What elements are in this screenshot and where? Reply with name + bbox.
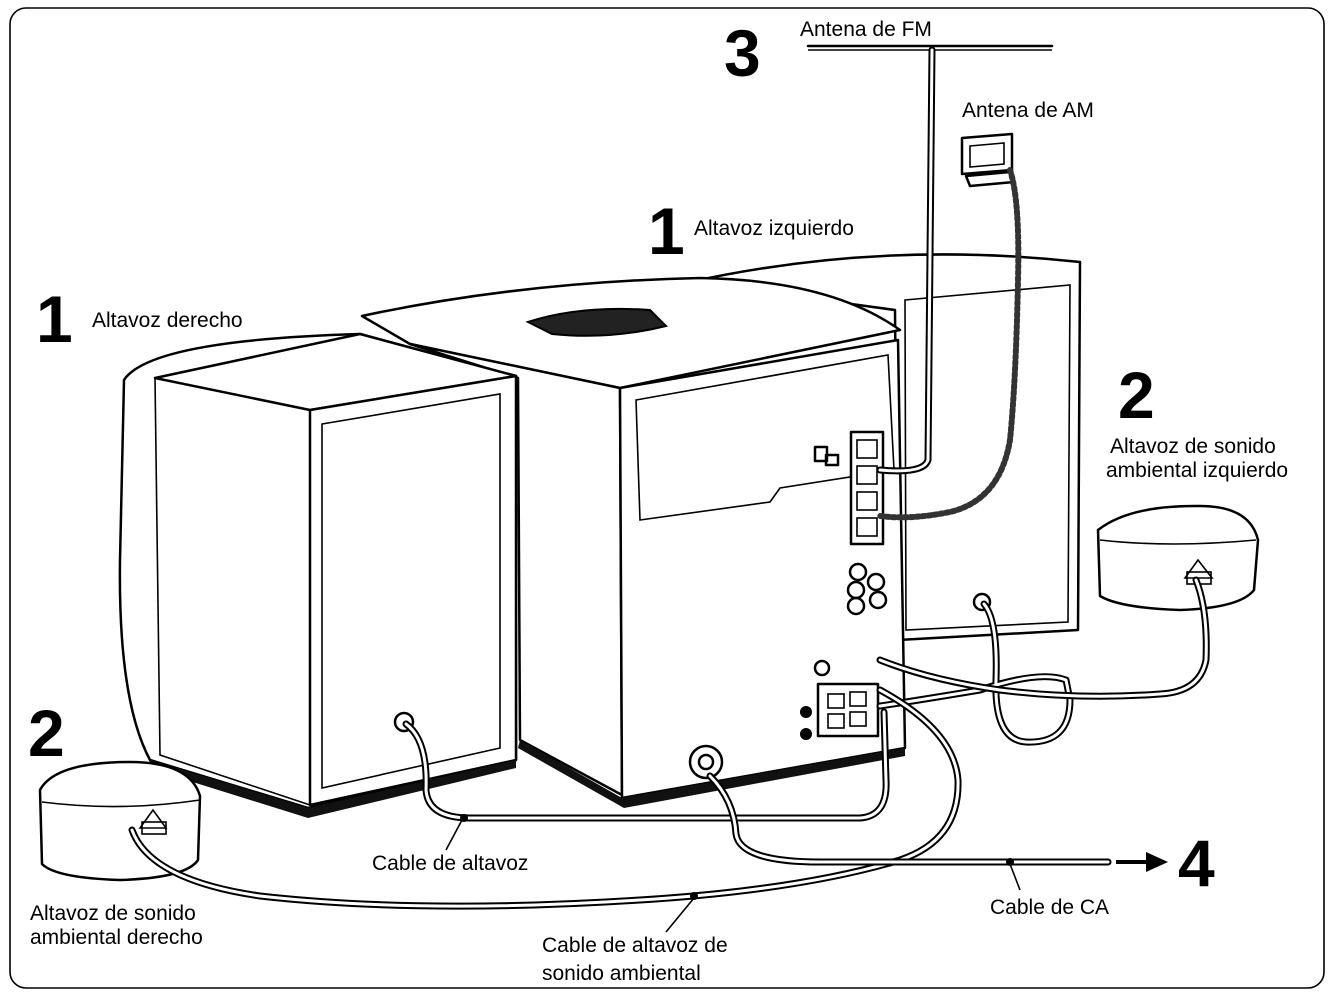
- step-number-surround-left: 2: [1118, 358, 1155, 432]
- left-speaker-terminal: [972, 592, 992, 612]
- surround-left-label-line1: Altavoz de sonido: [1110, 435, 1276, 458]
- main-unit: [360, 276, 907, 808]
- fm-antenna: [806, 44, 1054, 475]
- surround-cable-label-line2: sonido ambiental: [542, 962, 701, 985]
- step-number-surround-right: 2: [28, 696, 65, 770]
- surround-right-label-line1: Altavoz de sonido: [30, 902, 196, 925]
- arrow-right-icon: [1116, 852, 1168, 872]
- step-number-left-speaker: 1: [648, 194, 685, 268]
- antenna-terminal-block: [849, 430, 885, 546]
- am-antenna: [877, 132, 1022, 521]
- rca-jacks: [846, 562, 888, 616]
- surround-cable-label-line1: Cable de altavoz de: [542, 934, 728, 957]
- ac-inlet: [688, 744, 724, 780]
- surround-speaker-right: [38, 760, 202, 882]
- step-number-antennas: 3: [724, 16, 761, 90]
- left-speaker-label: Altavoz izquierdo: [694, 217, 854, 240]
- speaker-cable-label: Cable de altavoz: [372, 852, 528, 875]
- am-antenna-label: Antena de AM: [962, 99, 1094, 122]
- right-speaker-terminal: [393, 711, 415, 733]
- ac-cable-label: Cable de CA: [990, 896, 1109, 919]
- step-number-right-speaker: 1: [36, 282, 73, 356]
- surround-right-label-line2: ambiental derecho: [30, 926, 203, 949]
- right-speaker-label: Altavoz derecho: [92, 309, 243, 332]
- fm-antenna-label: Antena de FM: [800, 18, 932, 41]
- step-number-power: 4: [1178, 826, 1215, 900]
- top-vent: [525, 307, 668, 337]
- surround-speaker-left: [1096, 504, 1260, 612]
- diagram-frame: [9, 7, 1325, 989]
- surround-left-label-line2: ambiental izquierdo: [1106, 459, 1288, 482]
- speaker-terminals: [800, 659, 880, 740]
- right-speaker: [118, 332, 518, 818]
